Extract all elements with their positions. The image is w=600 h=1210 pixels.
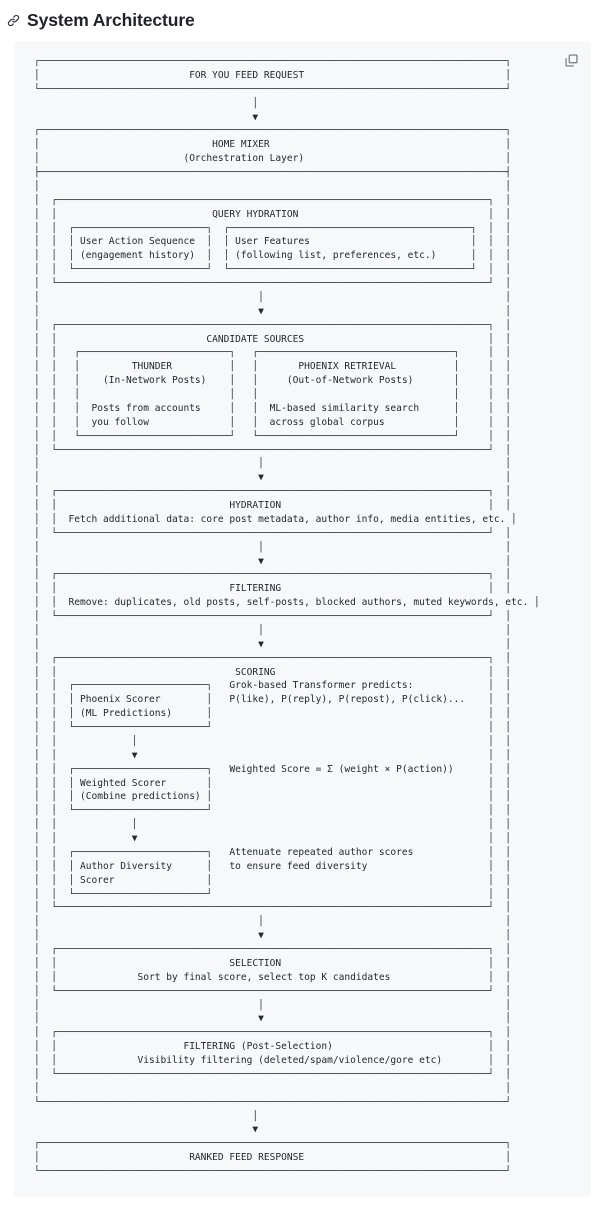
system-architecture-ascii-diagram: ┌───────────────────────────────────────… <box>34 56 540 1177</box>
architecture-code-block: ┌───────────────────────────────────────… <box>14 41 591 1197</box>
copy-icon[interactable] <box>560 49 582 71</box>
page-heading: System Architecture <box>0 0 600 32</box>
link-icon[interactable] <box>7 14 20 27</box>
page-title: System Architecture <box>27 9 195 30</box>
